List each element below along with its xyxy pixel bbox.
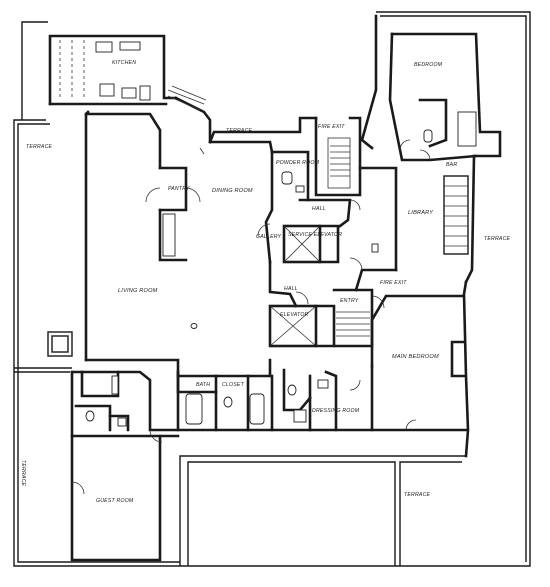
terrace-parapet [13, 11, 531, 567]
label-guest-room: GUEST ROOM [96, 498, 134, 504]
label-terrace-southwest: TERRACE [20, 460, 26, 487]
label-living-room: LIVING ROOM [118, 288, 158, 294]
interior-walls [74, 98, 477, 432]
label-terrace-west: TERRACE [26, 144, 53, 150]
label-entry: ENTRY [340, 298, 359, 304]
label-fire-exit-south: FIRE EXIT [380, 280, 407, 286]
misc-features [47, 147, 379, 357]
kitchen-fixtures [59, 40, 151, 101]
label-terrace-north: TERRACE [226, 128, 253, 134]
label-closet: CLOSET [222, 382, 245, 388]
label-pantry: PANTRY [168, 186, 190, 192]
room-labels: KITCHEN TERRACE TERRACE TERRACE TERRACE … [20, 60, 511, 504]
label-bedroom: BEDROOM [414, 62, 443, 68]
label-fire-exit-north: FIRE EXIT [318, 124, 345, 130]
label-bar: BAR [446, 162, 457, 168]
label-dressing-room: DRESSING ROOM [312, 408, 360, 414]
bath-fixtures [85, 375, 329, 427]
label-hall: HALL [312, 206, 326, 212]
label-main-bedroom: MAIN BEDROOM [392, 354, 439, 360]
label-elevator: ELEVATOR [280, 312, 309, 318]
label-library: LIBRARY [408, 210, 434, 216]
label-hall-south: HALL [284, 286, 298, 292]
label-terrace-south: TERRACE [404, 492, 431, 498]
stair-treads [167, 85, 370, 337]
label-terrace-east: TERRACE [484, 236, 511, 242]
label-service-elevator: SERVICE ELEVATOR [288, 232, 342, 238]
label-bath: BATH [196, 382, 210, 388]
door-swings [71, 139, 431, 495]
label-gallery: GALLERY [256, 234, 281, 240]
label-dining-room: DINING ROOM [212, 188, 253, 194]
label-kitchen: KITCHEN [112, 60, 136, 66]
label-powder-room: POWDER ROOM [276, 160, 320, 166]
